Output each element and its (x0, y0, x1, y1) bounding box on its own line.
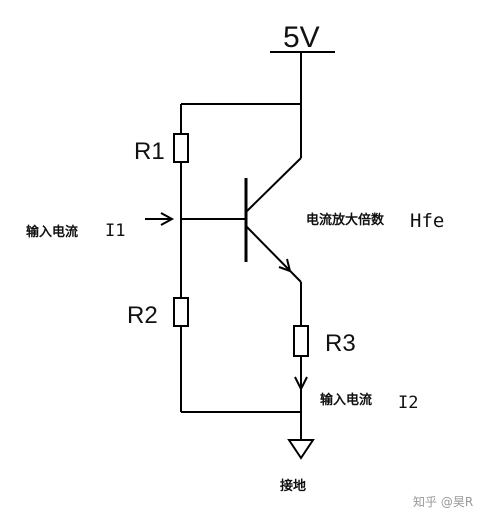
transistor-gain-label: 电流放大倍数 (306, 212, 385, 228)
ground-label: 接地 (280, 478, 306, 494)
output-current-symbol: I2 (398, 393, 418, 413)
input-current-symbol: I1 (105, 221, 125, 241)
ground-symbol (287, 439, 315, 460)
transistor-emitter-arrow (278, 258, 292, 273)
resistor-r2-label: R2 (127, 302, 158, 329)
watermark: 知乎 @昊R (413, 495, 473, 509)
input-current-arrowhead (160, 212, 175, 226)
supply-voltage-label: 5V (283, 21, 320, 54)
transistor-emitter (245, 225, 302, 283)
resistor-r1-label: R1 (134, 138, 165, 165)
resistor-r3-label: R3 (325, 330, 356, 357)
output-current-arrowhead (294, 376, 308, 392)
resistor-r2 (173, 297, 189, 327)
output-current-label: 输入电流 (320, 392, 372, 408)
resistor-r1 (173, 133, 189, 163)
resistor-r3 (293, 325, 309, 357)
transistor-gain-symbol: Hfe (410, 210, 444, 232)
transistor-collector (245, 157, 302, 213)
input-current-label: 输入电流 (26, 224, 78, 240)
